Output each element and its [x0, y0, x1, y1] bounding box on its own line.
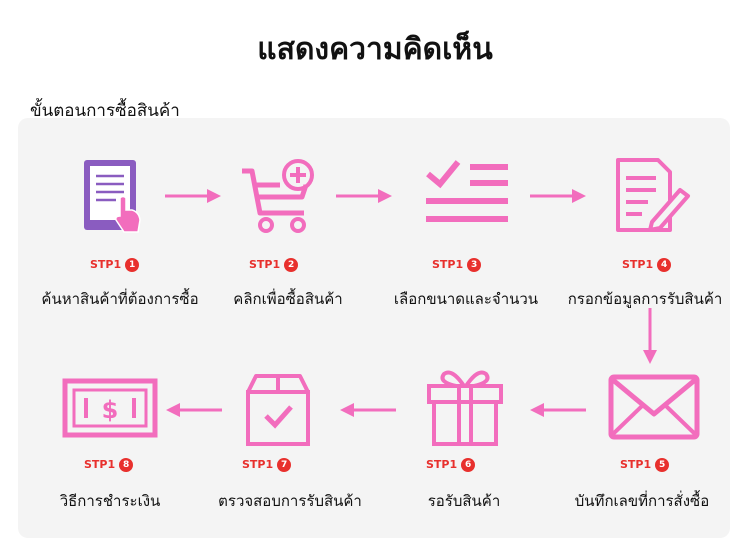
- arrow-left-icon: [340, 403, 396, 417]
- section-subtitle: ขั้นตอนการซื้อสินค้า: [30, 101, 180, 121]
- step-number-badge: 5: [655, 458, 670, 472]
- arrow-right-icon: [530, 189, 586, 203]
- step-caption: คลิกเพื่อซื้อสินค้า: [233, 290, 343, 308]
- page-title: แสดงความคิดเห็น: [257, 32, 493, 67]
- arrow-right-icon: [336, 189, 392, 203]
- process-panel: [18, 118, 730, 538]
- step-caption: กรอกข้อมูลการรับสินค้า: [567, 290, 723, 308]
- step-number-badge: 8: [119, 458, 134, 472]
- step-number-badge: 3: [467, 258, 482, 272]
- gift-icon: [427, 370, 503, 446]
- arrow-left-icon: [530, 403, 586, 417]
- step-caption: รอรับสินค้า: [427, 492, 501, 510]
- step-number-badge: 6: [461, 458, 476, 472]
- tablet-touch-icon: [84, 160, 141, 233]
- arrow-left-icon: [166, 403, 222, 417]
- arrow-down-icon: [643, 308, 657, 364]
- form-edit-icon: [616, 158, 690, 232]
- step-number-badge: 4: [657, 258, 672, 272]
- cart-add-icon: [242, 159, 314, 233]
- step-caption: บันทึกเลขที่การสั่งซื้อ: [574, 492, 710, 510]
- step-caption: ตรวจสอบการรับสินค้า: [218, 492, 362, 510]
- arrow-right-icon: [165, 189, 221, 203]
- step-caption: ค้นหาสินค้าที่ต้องการซื้อ: [41, 290, 199, 308]
- svg-text:$: $: [102, 396, 119, 424]
- box-check-icon: [246, 374, 310, 446]
- step-number-badge: 1: [125, 258, 140, 272]
- envelope-icon: [608, 374, 700, 440]
- money-bill-icon: $: [62, 378, 158, 438]
- step-caption: วิธีการชำระเงิน: [59, 492, 161, 510]
- checklist-icon: [426, 160, 508, 222]
- step-number-badge: 7: [277, 458, 292, 472]
- step-number-badge: 2: [284, 258, 299, 272]
- step-caption: เลือกขนาดและจำนวน: [393, 290, 539, 308]
